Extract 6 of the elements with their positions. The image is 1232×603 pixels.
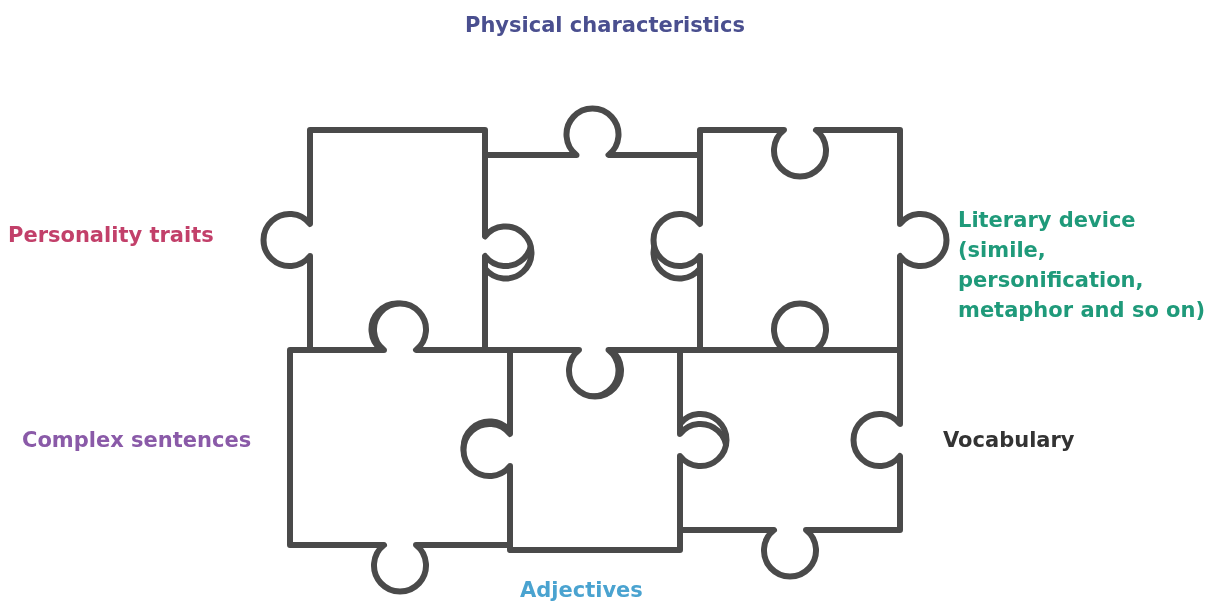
puzzle-label: Physical characteristics xyxy=(465,12,746,39)
puzzle-label: Literary device (simile, personification, metaphor and so on) xyxy=(958,207,1207,324)
puzzle-label: Complex sentences xyxy=(22,427,253,454)
puzzle-label: Vocabulary xyxy=(943,427,1076,454)
puzzle-label: Adjectives xyxy=(520,577,644,603)
puzzle-label: Personality traits xyxy=(8,222,215,249)
